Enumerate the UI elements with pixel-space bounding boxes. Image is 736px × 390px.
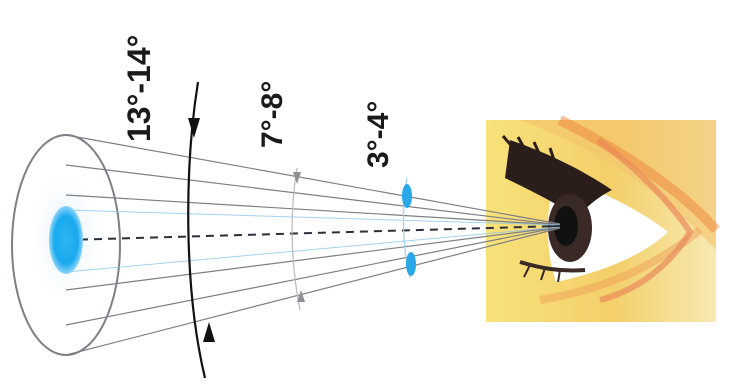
middle-angle-markers (292, 168, 305, 310)
outer-angle-label: 13°-14° (121, 35, 157, 142)
central-focus-spot (49, 206, 83, 274)
inner-angle-label: 3°-4° (362, 101, 395, 168)
inner-angle-markers (402, 178, 416, 278)
visual-axis-line (66, 226, 560, 240)
middle-angle-label: 7°-8° (256, 81, 289, 148)
outer-angle-boundary (188, 82, 215, 378)
arrow-up-icon (203, 322, 215, 342)
eye-illustration (486, 120, 716, 322)
arrow-down-icon (188, 118, 200, 138)
cone-lines (66, 135, 560, 355)
